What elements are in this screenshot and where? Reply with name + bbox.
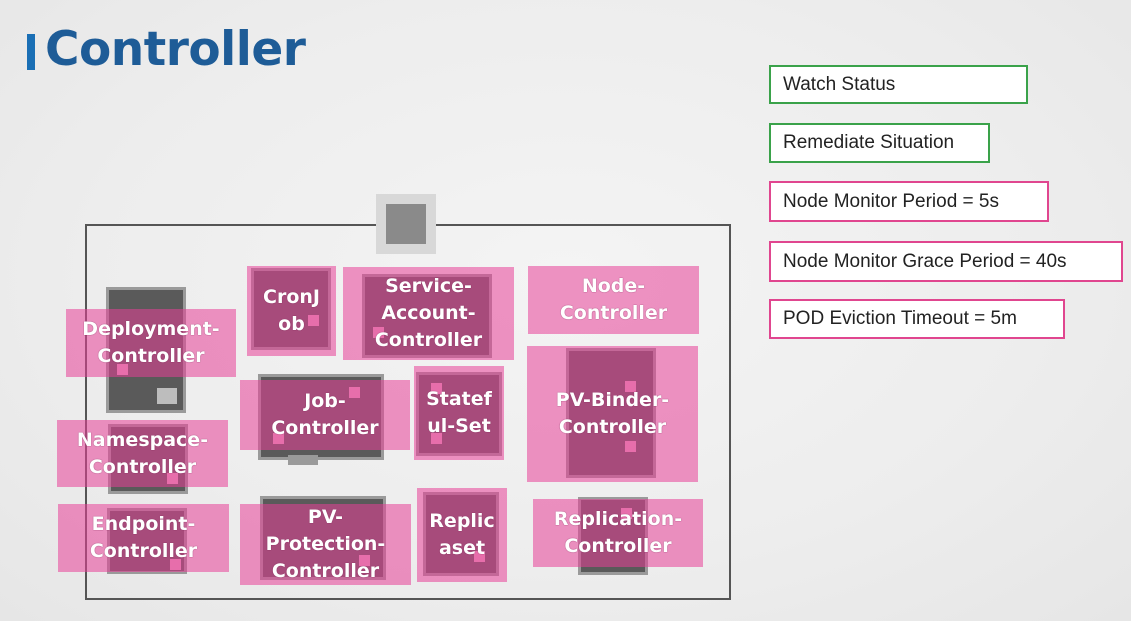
deployment-controller: Deployment- Controller: [66, 309, 236, 377]
replication-controller: Replication- Controller: [533, 499, 703, 567]
service-account-controller: Service- Account- Controller: [343, 267, 514, 360]
page-title: Controller: [45, 22, 306, 77]
job-machine-stand: [288, 455, 318, 465]
pv-binder-controller: PV-Binder- Controller: [527, 346, 698, 482]
replicaset-controller: Replic aset: [417, 488, 507, 582]
pv-protection-controller: PV- Protection- Controller: [240, 504, 411, 585]
remediate-situation-box: Remediate Situation: [769, 123, 990, 163]
cronjob-controller: CronJ ob: [247, 266, 336, 356]
node-monitor-period-box: Node Monitor Period = 5s: [769, 181, 1049, 222]
title-accent-bar: [27, 34, 35, 70]
namespace-controller: Namespace- Controller: [57, 420, 228, 487]
master-node-icon: [376, 194, 436, 254]
endpoint-controller: Endpoint- Controller: [58, 504, 229, 572]
job-controller: Job- Controller: [240, 380, 410, 450]
node-monitor-grace-period-box: Node Monitor Grace Period = 40s: [769, 241, 1123, 282]
stateful-set-controller: Statef ul-Set: [414, 366, 504, 460]
node-controller: Node- Controller: [528, 266, 699, 334]
watch-status-box: Watch Status: [769, 65, 1028, 104]
pod-eviction-timeout-box: POD Eviction Timeout = 5m: [769, 299, 1065, 339]
